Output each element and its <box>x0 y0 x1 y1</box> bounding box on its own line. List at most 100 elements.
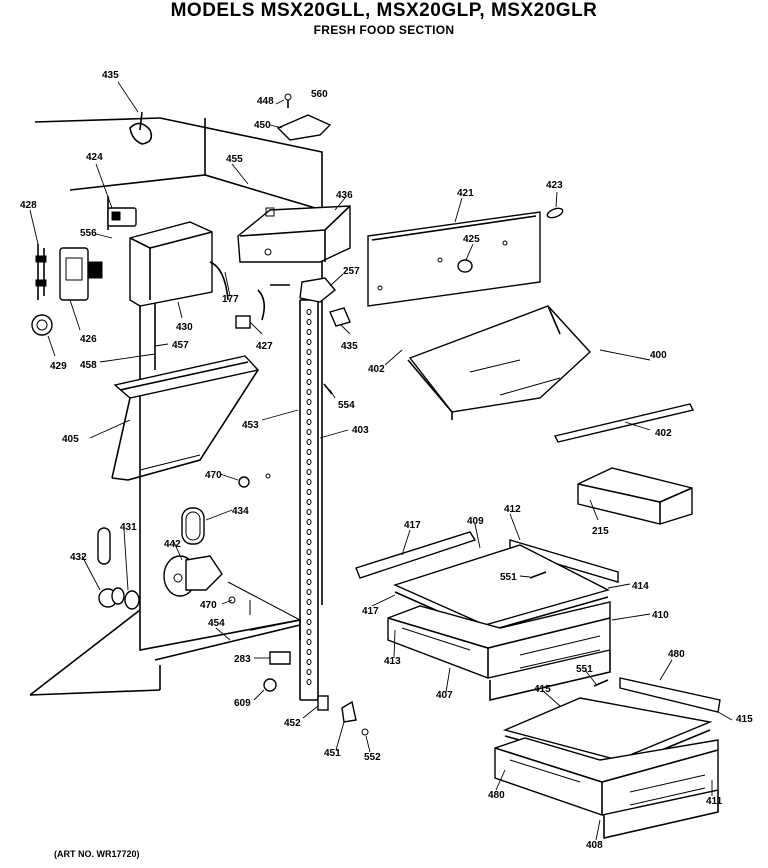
rail-hole <box>306 549 312 555</box>
callout-label: 424 <box>86 152 103 163</box>
part-415-shelf-assembly <box>494 677 721 840</box>
callout-label: 415 <box>534 684 551 695</box>
part-421-panel <box>367 211 541 307</box>
rail-hole <box>306 619 312 625</box>
callout-label: 434 <box>232 506 249 517</box>
callout-label: 435 <box>341 341 358 352</box>
part-428-bracket <box>35 244 47 300</box>
callout-label: 435 <box>102 70 119 81</box>
callout-label: 458 <box>80 360 97 371</box>
rail-hole <box>306 479 312 485</box>
rail-hole <box>306 449 312 455</box>
callout-label: 425 <box>463 234 480 245</box>
rail-hole <box>306 589 312 595</box>
callout-label: 554 <box>338 400 355 411</box>
rail-hole <box>306 499 312 505</box>
rail-hole <box>306 489 312 495</box>
callout-label: 257 <box>343 266 360 277</box>
callout-label: 402 <box>655 428 672 439</box>
part-450-light-shield <box>276 93 332 141</box>
callout-label: 551 <box>500 572 517 583</box>
callout-label: 407 <box>436 690 453 701</box>
ladder-rails <box>299 299 319 701</box>
callout-label: 455 <box>226 154 243 165</box>
rail-hole <box>306 369 312 375</box>
part-215-bin <box>577 467 693 525</box>
callout-label: 412 <box>504 504 521 515</box>
part-434-button <box>181 507 205 545</box>
callout-label: 428 <box>20 200 37 211</box>
part-429-knob <box>31 314 53 336</box>
callout-label: 408 <box>586 840 603 851</box>
callout-label: 414 <box>632 581 649 592</box>
rail-hole <box>306 439 312 445</box>
callout-label: 423 <box>546 180 563 191</box>
callout-label: 454 <box>208 618 225 629</box>
callout-label: 470 <box>205 470 222 481</box>
callout-label: 215 <box>592 526 609 537</box>
callout-label: 417 <box>404 520 421 531</box>
part-442-thermostat <box>163 555 223 597</box>
callout-label: 411 <box>706 796 723 807</box>
rail-hole <box>306 629 312 635</box>
callout-label: 400 <box>650 350 667 361</box>
callout-label: 429 <box>50 361 67 372</box>
callout-label: 421 <box>457 188 474 199</box>
callout-label: 409 <box>467 516 484 527</box>
rail-hole <box>306 339 312 345</box>
callout-label: 427 <box>256 341 273 352</box>
rail-hole <box>306 469 312 475</box>
callout-label: 609 <box>234 698 251 709</box>
part-424-switch <box>107 207 137 227</box>
rail-hole <box>306 559 312 565</box>
callout-label: 556 <box>80 228 97 239</box>
part-435-clip <box>329 307 351 327</box>
callout-label: 551 <box>576 664 593 675</box>
callout-label: 177 <box>222 294 239 305</box>
rail-hole <box>306 309 312 315</box>
art-number: (ART NO. WR17720) <box>54 849 140 859</box>
rail-hole <box>306 319 312 325</box>
callout-label: 480 <box>668 649 685 660</box>
callout-label: 283 <box>234 654 251 665</box>
leader-lines <box>29 81 733 841</box>
rail-hole <box>306 349 312 355</box>
part-257-fitting <box>299 277 336 303</box>
rail-hole <box>306 509 312 515</box>
part-470-screws <box>228 473 271 604</box>
callout-label: 432 <box>70 552 87 563</box>
callout-label: 426 <box>80 334 97 345</box>
callout-label: 448 <box>257 96 274 107</box>
callout-label: 436 <box>336 190 353 201</box>
rail-hole <box>306 379 312 385</box>
diagram-subtitle: FRESH FOOD SECTION <box>313 23 455 37</box>
part-427-wire-harness <box>209 261 290 329</box>
rail-hole <box>306 419 312 425</box>
rail-hole <box>306 529 312 535</box>
callout-label: 560 <box>311 89 328 100</box>
callout-label: 431 <box>120 522 137 533</box>
rail-hole <box>306 599 312 605</box>
part-426-socket <box>59 247 103 301</box>
callout-label: 403 <box>352 425 369 436</box>
part-409-shelf-assembly <box>355 531 619 702</box>
callout-label: 410 <box>652 610 669 621</box>
rail-hole <box>306 669 312 675</box>
callout-label: 450 <box>254 120 271 131</box>
callout-label: 417 <box>362 606 379 617</box>
callout-label: 442 <box>164 539 181 550</box>
part-430-control-box <box>129 221 213 307</box>
rail-hole <box>306 399 312 405</box>
rail-hole <box>306 519 312 525</box>
callout-label: 470 <box>200 600 217 611</box>
rail-hole <box>306 359 312 365</box>
callout-label: 453 <box>242 420 259 431</box>
rail-hole <box>306 429 312 435</box>
rail-hole <box>306 649 312 655</box>
callout-label: 552 <box>364 752 381 763</box>
part-436-control-housing <box>237 205 351 263</box>
small-parts <box>263 383 609 736</box>
rail-hole <box>306 659 312 665</box>
part-423-bulb <box>546 207 564 219</box>
part-400-glass-shelf <box>407 305 591 420</box>
